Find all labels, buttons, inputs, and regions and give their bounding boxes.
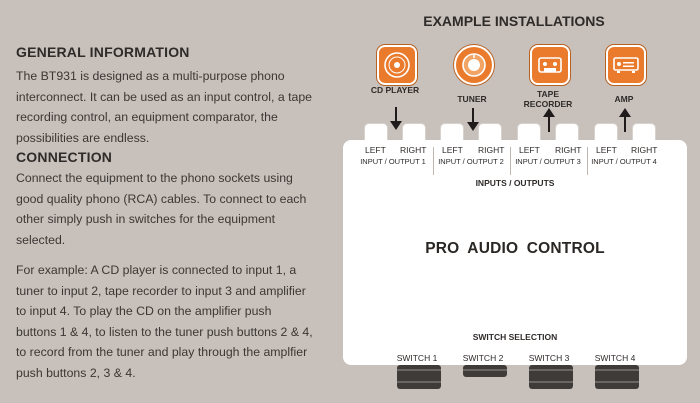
input-output-3-label: INPUT / OUTPUT 3 — [515, 157, 581, 166]
cassette-icon — [530, 45, 570, 85]
arrow-down-icon — [467, 108, 479, 131]
cd-icon — [377, 45, 417, 85]
cd-player-label: CD PLAYER — [370, 85, 420, 95]
tuner-label: TUNER — [457, 94, 487, 104]
switch-selection-label: SWITCH SELECTION — [472, 332, 558, 342]
input-output-1-label: INPUT / OUTPUT 1 — [360, 157, 426, 166]
example-installations-title: EXAMPLE INSTALLATIONS — [423, 13, 605, 29]
general-information-heading: GENERAL INFORMATION — [16, 44, 190, 60]
switch-2-label: SWITCH 2 — [462, 353, 504, 363]
switch-2-button[interactable] — [463, 365, 507, 377]
arrow-up-icon — [543, 108, 555, 132]
right-channel-label: RIGHT — [555, 145, 582, 155]
left-channel-label: LEFT — [442, 145, 463, 155]
tuner-dial-icon — [454, 45, 494, 85]
switch-3-label: SWITCH 3 — [528, 353, 570, 363]
arrow-down-icon — [390, 107, 402, 130]
connection-example-text: For example: A CD player is connected to… — [16, 263, 313, 380]
switch-3-button[interactable] — [529, 365, 573, 389]
divider — [510, 147, 511, 175]
connection-text: Connect the equipment to the phono socke… — [16, 171, 307, 247]
pro-audio-control-title: PRO AUDIO CONTROL — [425, 240, 605, 257]
amplifier-icon — [606, 45, 646, 85]
input-output-2-label: INPUT / OUTPUT 2 — [438, 157, 504, 166]
arrow-up-icon — [619, 108, 631, 132]
right-channel-label: RIGHT — [400, 145, 427, 155]
left-channel-label: LEFT — [596, 145, 617, 155]
left-channel-label: LEFT — [519, 145, 540, 155]
inputs-outputs-label: INPUTS / OUTPUTS — [475, 178, 555, 188]
right-channel-label: RIGHT — [631, 145, 658, 155]
switch-1-button[interactable] — [397, 365, 441, 389]
tape-recorder-label: TAPE RECORDER — [523, 89, 573, 109]
divider — [433, 147, 434, 175]
divider — [587, 147, 588, 175]
switch-4-label: SWITCH 4 — [594, 353, 636, 363]
left-channel-label: LEFT — [365, 145, 386, 155]
switch-1-label: SWITCH 1 — [396, 353, 438, 363]
connection-heading: CONNECTION — [16, 149, 113, 165]
amp-label: AMP — [614, 94, 634, 104]
switch-4-button[interactable] — [595, 365, 639, 389]
pro-audio-control-unit — [343, 140, 687, 365]
general-information-text: The BT931 is designed as a multi-purpose… — [16, 69, 313, 145]
input-output-4-label: INPUT / OUTPUT 4 — [591, 157, 657, 166]
right-channel-label: RIGHT — [478, 145, 505, 155]
